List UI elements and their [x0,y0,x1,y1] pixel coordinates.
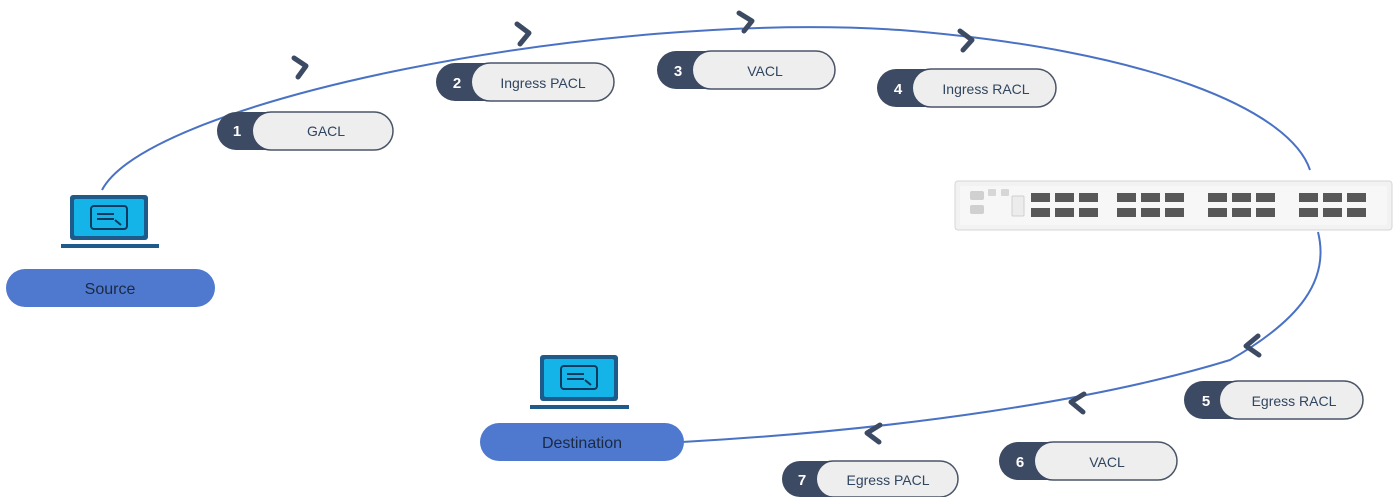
destination-label: Destination [542,435,622,452]
step-number-badge [1184,381,1239,419]
step-number-badge [217,112,272,150]
destination-pill [480,423,684,461]
switch-ports [1031,193,1366,217]
step-number: 2 [453,75,461,92]
source-host: Source [6,269,215,307]
arrow-icon [736,10,755,34]
step-badge-gacl: 1 GACL [217,111,394,151]
arrow-icon [291,55,309,80]
step-number: 7 [798,472,806,489]
step-number-badge [877,69,932,107]
source-laptop-icon [61,195,159,248]
source-pill [6,269,215,307]
step-badge-ingress-racl: 4 Ingress RACL [877,68,1057,108]
step-badge-egress-pacl: 7 Egress PACL [782,460,959,497]
step-badge-ingress-pacl: 2 Ingress PACL [436,62,615,102]
arrow-icon [864,422,883,445]
step-label: VACL [1089,454,1125,470]
step-label: Egress PACL [847,472,930,488]
step-label: VACL [747,63,783,79]
arrow-icon [514,21,532,47]
step-label: Ingress PACL [500,75,586,91]
step-number: 5 [1202,393,1210,410]
flow-arrows [291,10,1262,445]
step-badge-vacl-ingress: 3 VACL [657,50,836,90]
step-badge-egress-racl: 5 Egress RACL [1184,380,1364,420]
step-label: Egress RACL [1252,393,1337,409]
network-switch-icon [954,180,1393,231]
step-number: 4 [894,81,903,98]
step-label: Ingress RACL [942,81,1029,97]
step-number-badge [436,63,491,101]
step-number-badge [999,442,1054,480]
step-number-badge [657,51,712,89]
arrow-icon [1068,391,1087,415]
step-number-badge [782,461,835,497]
destination-host: Destination [480,423,684,461]
arrow-icon [1243,333,1262,358]
destination-laptop-icon [530,355,629,409]
step-number: 3 [674,63,682,80]
arrow-icon [957,28,975,53]
step-label: GACL [307,123,345,139]
step-number: 1 [233,123,241,140]
step-number: 6 [1016,454,1024,471]
source-label: Source [85,281,136,298]
step-badge-vacl-egress: 6 VACL [999,441,1178,481]
